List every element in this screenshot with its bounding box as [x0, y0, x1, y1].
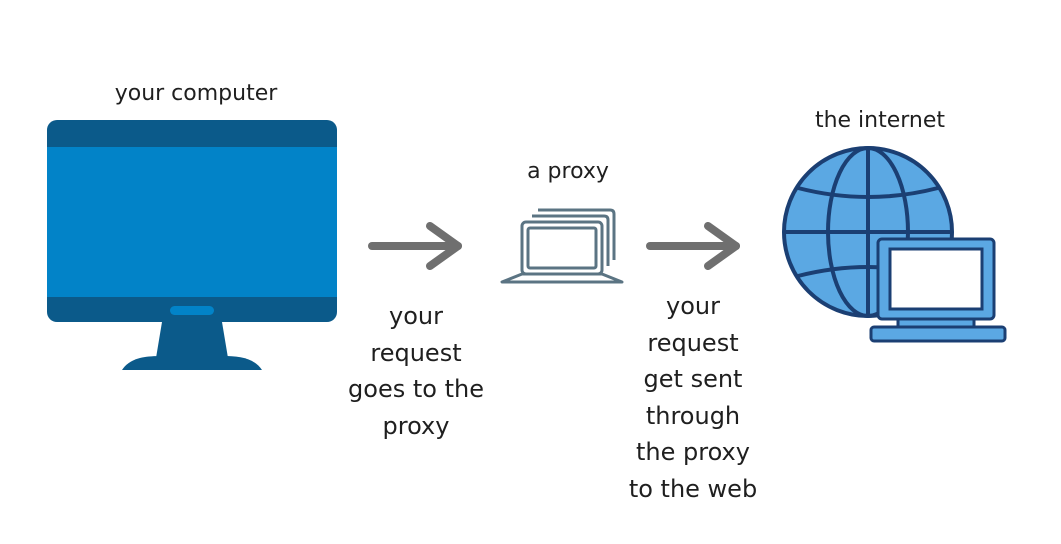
internet-label: the internet — [814, 108, 946, 133]
laptop-icon — [869, 237, 1007, 343]
step2-caption: your request get sent through the proxy … — [608, 288, 778, 507]
step2-line: to the web — [628, 474, 758, 503]
step2-line: request — [647, 328, 739, 357]
step1-caption: your request goes to the proxy — [331, 298, 501, 444]
arrow-right-icon — [646, 222, 740, 270]
proxy-laptop-icon — [500, 208, 624, 284]
step1-line: request — [370, 338, 462, 367]
step1-line: proxy — [382, 411, 450, 440]
step2-line: get sent — [643, 365, 743, 393]
arrow-right-icon — [368, 222, 462, 270]
step1-line: goes to the — [348, 375, 484, 403]
step2-line: through — [645, 401, 741, 430]
step2-line: the proxy — [636, 438, 750, 466]
computer-label: your computer — [114, 81, 278, 106]
desktop-monitor-icon — [47, 120, 337, 370]
step1-line: your — [389, 302, 443, 330]
step2-line: your — [666, 292, 720, 320]
proxy-label: a proxy — [527, 159, 609, 184]
